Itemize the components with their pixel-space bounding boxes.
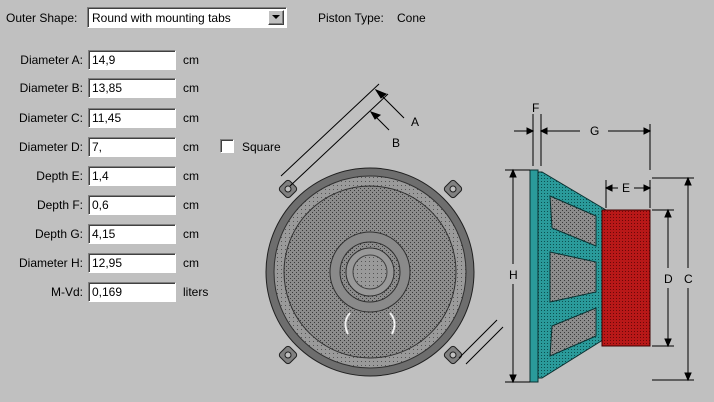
outer-shape-label: Outer Shape: xyxy=(6,11,78,25)
diameter-h-label: Diameter H: xyxy=(18,256,83,270)
dim-label-h: H xyxy=(509,268,518,282)
depth-g-unit: cm xyxy=(183,227,199,241)
diameter-a-input[interactable]: 14,9 xyxy=(88,50,176,70)
depth-e-unit: cm xyxy=(183,169,199,183)
diameter-a-label: Diameter A: xyxy=(20,53,83,67)
depth-f-unit: cm xyxy=(183,198,199,212)
depth-f-label: Depth F: xyxy=(36,198,83,212)
mvd-label: M-Vd: xyxy=(50,285,83,299)
diameter-b-unit: cm xyxy=(183,81,199,95)
diameter-a-unit: cm xyxy=(183,53,199,67)
dropdown-button[interactable] xyxy=(268,10,284,25)
diameter-d-unit: cm xyxy=(183,140,199,154)
piston-type-value: Cone xyxy=(397,11,426,25)
piston-type-label: Piston Type: xyxy=(318,11,384,25)
dim-label-g: G xyxy=(590,124,599,138)
diameter-b-label: Diameter B: xyxy=(19,81,83,95)
dim-label-c: C xyxy=(684,272,693,286)
outer-shape-value: Round with mounting tabs xyxy=(92,11,231,25)
diameter-d-label: Diameter D: xyxy=(18,140,83,154)
dim-label-f: F xyxy=(532,101,539,115)
depth-e-input[interactable]: 1,4 xyxy=(88,166,176,186)
mvd-unit: liters xyxy=(183,285,209,299)
diameter-c-input[interactable]: 11,45 xyxy=(88,108,176,128)
side-dimensions xyxy=(505,114,694,384)
dim-label-e: E xyxy=(622,181,630,195)
diameter-h-input[interactable]: 12,95 xyxy=(88,253,176,273)
depth-f-input[interactable]: 0,6 xyxy=(88,195,176,215)
dim-label-d: D xyxy=(664,272,673,286)
mounting-tabs xyxy=(278,179,463,365)
diameter-h-unit: cm xyxy=(183,256,199,270)
dimension-a-b xyxy=(280,83,504,365)
dim-label-b: B xyxy=(392,136,400,150)
depth-g-label: Depth G: xyxy=(34,227,83,241)
side-view xyxy=(529,169,651,383)
depth-g-input[interactable]: 4,15 xyxy=(88,224,176,244)
dim-label-a: A xyxy=(411,115,419,129)
diameter-d-input[interactable]: 7, xyxy=(88,137,176,157)
diameter-c-label: Diameter C: xyxy=(18,111,83,125)
square-label: Square xyxy=(242,140,281,154)
outer-shape-select[interactable]: Round with mounting tabs xyxy=(87,7,287,28)
mvd-input[interactable]: 0,169 xyxy=(88,282,176,302)
depth-e-label: Depth E: xyxy=(36,169,83,183)
diameter-b-input[interactable]: 13,85 xyxy=(88,78,176,98)
square-checkbox[interactable] xyxy=(220,139,234,153)
chevron-down-icon xyxy=(272,15,280,19)
diameter-c-unit: cm xyxy=(183,111,199,125)
